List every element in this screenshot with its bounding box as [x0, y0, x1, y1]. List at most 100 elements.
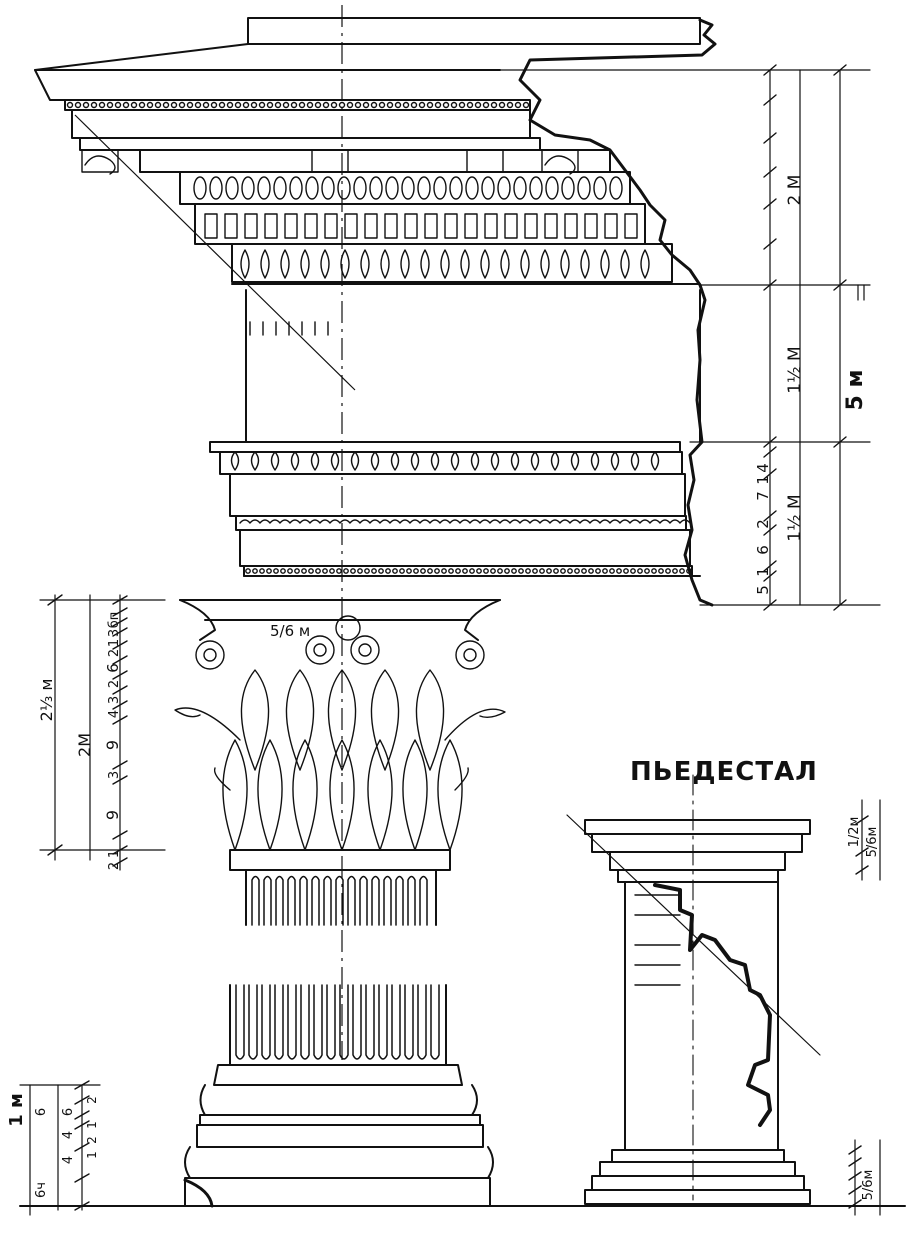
- bead-lower: [441, 568, 447, 574]
- flute-bottom: [378, 984, 388, 1060]
- bead-lower: [595, 568, 601, 574]
- pedestal-cap-label: 5/6м: [865, 827, 880, 858]
- bead: [402, 101, 410, 109]
- dentil: [364, 213, 378, 239]
- leaf-small: [470, 451, 480, 471]
- leaf-tip-left-low: [213, 767, 231, 791]
- dentil: [324, 213, 338, 239]
- tick-right: [763, 436, 777, 448]
- bead: [106, 101, 114, 109]
- dentil: [224, 213, 238, 239]
- bead-lower: [315, 568, 321, 574]
- dentil: [344, 213, 358, 239]
- tick-ped-base: [848, 1145, 862, 1155]
- bead-lower: [322, 568, 328, 574]
- bead-lower: [308, 568, 314, 574]
- tick-left-outer: [47, 844, 63, 856]
- base-outer-4: 6: [61, 1108, 76, 1116]
- base-outer-0: 6ч: [34, 1182, 49, 1198]
- egg: [513, 176, 527, 200]
- tick-left: [112, 775, 128, 785]
- entablature: [34, 17, 701, 577]
- tick-left: [112, 655, 128, 665]
- flute-top: [335, 875, 344, 926]
- modillion: [466, 149, 504, 173]
- dentil: [484, 213, 498, 239]
- bead: [434, 101, 442, 109]
- tick-right: [763, 599, 777, 611]
- flute-top: [251, 875, 260, 926]
- tick-left: [112, 830, 128, 840]
- bead: [82, 101, 90, 109]
- tick-left: [112, 700, 128, 710]
- tick-left: [112, 595, 128, 605]
- egg: [593, 176, 607, 200]
- flute-bottom: [261, 984, 271, 1060]
- capital-part-7: 4: [107, 710, 122, 718]
- pedestal: [566, 774, 821, 1205]
- leaf: [400, 249, 410, 279]
- tick-ped-base: [848, 1185, 862, 1195]
- flute-top: [311, 875, 320, 926]
- bead: [450, 101, 458, 109]
- acanthus-lower: [257, 739, 283, 851]
- bead-lower: [357, 568, 363, 574]
- flute-top: [287, 875, 296, 926]
- leaf: [240, 249, 250, 279]
- tick-left: [112, 617, 128, 627]
- tick-left: [112, 685, 128, 695]
- dentil: [204, 213, 218, 239]
- bead-lower: [560, 568, 566, 574]
- egg: [417, 176, 431, 200]
- bead: [186, 101, 194, 109]
- flute-bottom: [430, 984, 440, 1060]
- tick-far-right: [833, 279, 847, 291]
- egg: [209, 176, 223, 200]
- bead: [298, 101, 306, 109]
- architrave-part-0: 4: [754, 463, 772, 473]
- bead: [418, 101, 426, 109]
- tick-right: [763, 198, 777, 210]
- egg: [609, 176, 623, 200]
- tick-right: [763, 468, 777, 480]
- bead-lower: [665, 568, 671, 574]
- tick-right: [763, 524, 777, 536]
- bead-lower: [490, 568, 496, 574]
- bead-lower: [434, 568, 440, 574]
- egg: [225, 176, 239, 200]
- bead-lower: [567, 568, 573, 574]
- base-inner-0: 2: [85, 1096, 99, 1104]
- tick-right: [763, 560, 777, 572]
- volute-eye: [358, 643, 372, 657]
- tick-right: [763, 446, 777, 458]
- scroll: [544, 155, 576, 175]
- leaf: [500, 249, 510, 279]
- bead-lower: [637, 568, 643, 574]
- bead: [154, 101, 162, 109]
- leaf: [280, 249, 290, 279]
- bead: [498, 101, 506, 109]
- tick-base: [74, 1120, 90, 1130]
- egg: [193, 176, 207, 200]
- bead: [250, 101, 258, 109]
- bead: [314, 101, 322, 109]
- flute-bottom: [248, 984, 258, 1060]
- bead: [458, 101, 466, 109]
- bead-lower: [385, 568, 391, 574]
- dimension-ticks: [47, 64, 869, 1211]
- tick-ped-base: [848, 1157, 862, 1167]
- flute-bottom: [326, 984, 336, 1060]
- base-inner-3: 1: [85, 1151, 99, 1159]
- acanthus-lower: [292, 739, 318, 851]
- flute-bottom: [365, 984, 375, 1060]
- acanthus-leaves: [174, 615, 506, 851]
- egg: [337, 176, 351, 200]
- egg: [273, 176, 287, 200]
- leaf-small: [550, 451, 560, 471]
- egg: [353, 176, 367, 200]
- capital: [179, 599, 501, 871]
- flute-bottom: [235, 984, 245, 1060]
- bead: [74, 101, 82, 109]
- flute-top: [359, 875, 368, 926]
- egg: [305, 176, 319, 200]
